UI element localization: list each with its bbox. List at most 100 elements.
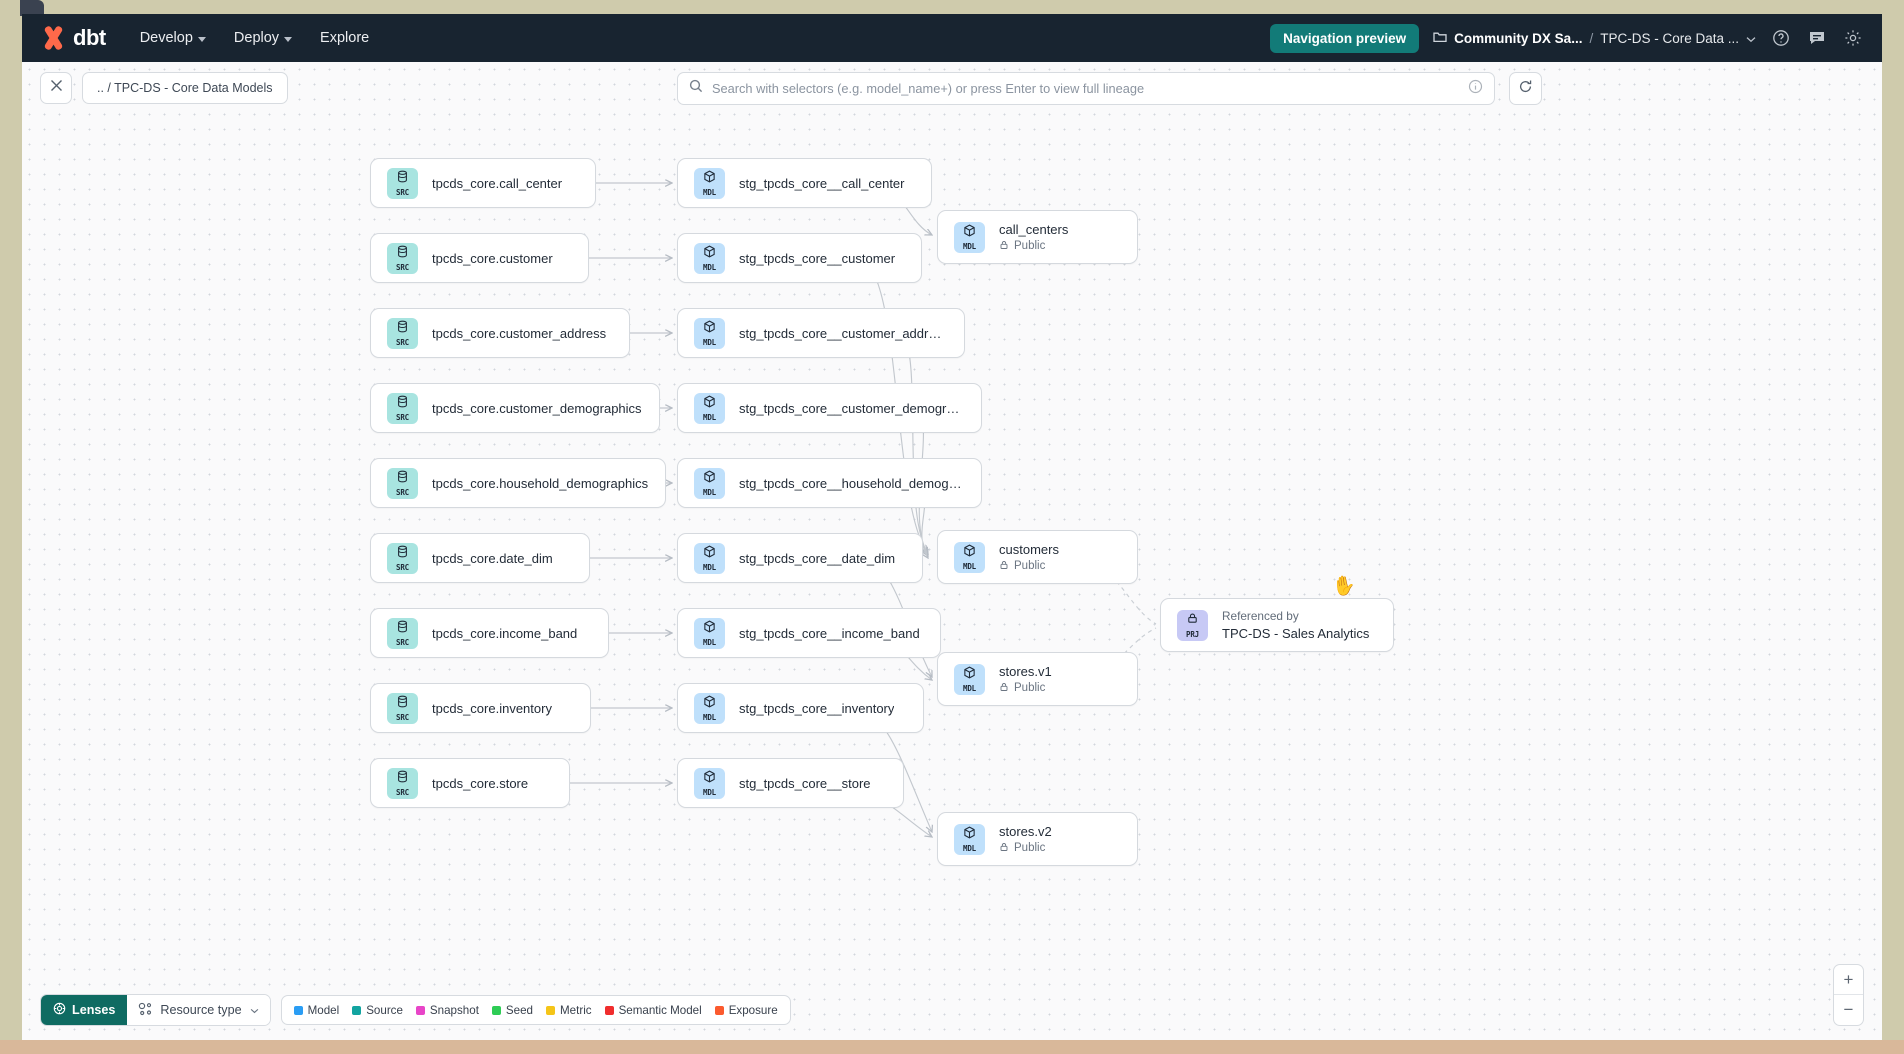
zoom-in-button[interactable]: + — [1834, 965, 1863, 995]
legend-label: Source — [366, 1003, 403, 1017]
browser-chrome-right — [1884, 0, 1904, 1054]
nav-item-explore-label: Explore — [320, 30, 370, 46]
lineage-node-stg-tpcds-core-customer-address[interactable]: MDL stg_tpcds_core__customer_address — [677, 308, 965, 358]
node-text-group: tpcds_core.store — [432, 776, 528, 791]
lineage-node-stg-tpcds-core-customer-demogra-[interactable]: MDL stg_tpcds_core__customer_demogra… — [677, 383, 982, 433]
node-type-tag: MDL — [703, 487, 716, 497]
node-text-group: tpcds_core.inventory — [432, 701, 552, 716]
mdl-node-icon: MDL — [954, 823, 985, 855]
resource-type-button[interactable]: Resource type — [127, 995, 270, 1025]
search-input-placeholder[interactable]: Search with selectors (e.g. model_name+)… — [712, 81, 1145, 96]
node-label: tpcds_core.customer_demographics — [432, 400, 642, 416]
zoom-controls: + − — [1833, 964, 1864, 1026]
close-icon — [50, 79, 63, 97]
breadcrumb-account[interactable]: Community DX Sa... — [1454, 30, 1583, 46]
lens-icon — [53, 1002, 66, 1018]
chevron-down-icon[interactable] — [1746, 31, 1756, 46]
lenses-label: Lenses — [72, 1003, 116, 1017]
help-circle-icon[interactable] — [1770, 27, 1792, 49]
nav-item-explore[interactable]: Explore — [320, 30, 369, 46]
legend-label: Seed — [505, 1003, 533, 1017]
mdl-glyph-icon — [703, 545, 716, 562]
legend-label: Exposure — [728, 1003, 778, 1017]
legend-item-seed[interactable]: Seed — [491, 1003, 533, 1017]
legend-item-metric[interactable]: Metric — [546, 1004, 592, 1017]
node-text-group: tpcds_core.call_center — [432, 176, 562, 191]
legend-label: Model — [307, 1003, 340, 1017]
src-node-icon: SRC — [387, 692, 418, 724]
mdl-glyph-icon — [703, 620, 716, 637]
mdl-glyph-icon — [703, 695, 716, 712]
node-type-tag: MDL — [703, 412, 716, 422]
refresh-button[interactable] — [1509, 72, 1542, 105]
node-type-tag: SRC — [396, 787, 409, 797]
node-type-tag: SRC — [396, 712, 409, 722]
close-button[interactable] — [40, 72, 72, 104]
legend-item-model[interactable]: Model — [293, 1003, 340, 1017]
zoom-out-button[interactable]: − — [1843, 1000, 1854, 1019]
src-glyph-icon — [396, 770, 409, 787]
node-type-tag: SRC — [396, 637, 409, 647]
mdl-glyph-icon — [703, 395, 716, 412]
resource-type-legend: Model Source Snapshot Seed Metric Semantic Mo… — [280, 995, 791, 1025]
lenses-button[interactable]: Lenses — [41, 995, 128, 1025]
src-glyph-icon — [396, 170, 409, 187]
mdl-node-icon: MDL — [954, 541, 985, 573]
node-type-tag: MDL — [703, 787, 716, 797]
lineage-node-tpcds-core-store[interactable]: SRC tpcds_core.store — [370, 758, 570, 808]
dbt-logo[interactable]: dbt — [40, 25, 106, 51]
src-glyph-icon — [396, 545, 409, 562]
node-label: stg_tpcds_core__customer_address — [739, 325, 948, 341]
node-type-tag: MDL — [703, 337, 716, 347]
lineage-toolbar: .. / TPC-DS - Core Data Models Search wi… — [22, 62, 1882, 114]
feedback-icon[interactable] — [1806, 27, 1828, 49]
dbt-wordmark: dbt — [73, 25, 106, 50]
legend-item-snapshot[interactable]: Snapshot — [415, 1004, 479, 1017]
node-label: stg_tpcds_core__customer_demogra… — [739, 400, 965, 416]
src-glyph-icon — [396, 470, 409, 487]
node-type-tag: MDL — [703, 262, 716, 272]
navigation-preview-button[interactable]: Navigation preview — [1270, 23, 1420, 53]
resource-type-label: Resource type — [160, 1003, 242, 1017]
node-label: stores.v2 — [999, 823, 1052, 839]
info-icon[interactable] — [1468, 79, 1483, 99]
breadcrumb-project[interactable]: TPC-DS - Core Data ... — [1600, 30, 1739, 46]
node-access-badge: Public — [999, 842, 1052, 855]
node-type-tag: MDL — [703, 187, 716, 197]
mdl-glyph-icon — [963, 224, 976, 241]
legend-item-source[interactable]: Source — [352, 1004, 403, 1017]
breadcrumb-path-button[interactable]: .. / TPC-DS - Core Data Models — [82, 72, 288, 104]
gear-icon[interactable] — [1842, 27, 1864, 49]
src-node-icon: SRC — [387, 317, 418, 349]
mdl-node-icon: MDL — [694, 392, 725, 424]
lineage-graph-canvas[interactable]: .. / TPC-DS - Core Data Models Search wi… — [22, 62, 1882, 1040]
browser-chrome-left — [0, 0, 20, 1054]
legend-item-semantic-model[interactable]: Semantic Model — [604, 1004, 702, 1017]
node-access-badge: Public — [999, 682, 1052, 695]
node-type-tag: SRC — [396, 487, 409, 497]
lineage-node-tpcds-core-inventory[interactable]: SRC tpcds_core.inventory — [370, 683, 591, 733]
legend-item-exposure[interactable]: Exposure — [714, 1003, 778, 1017]
nav-item-deploy[interactable]: Deploy — [234, 30, 293, 46]
nav-item-develop[interactable]: Develop — [140, 30, 206, 46]
lineage-search-box[interactable]: Search with selectors (e.g. model_name+)… — [677, 72, 1495, 105]
